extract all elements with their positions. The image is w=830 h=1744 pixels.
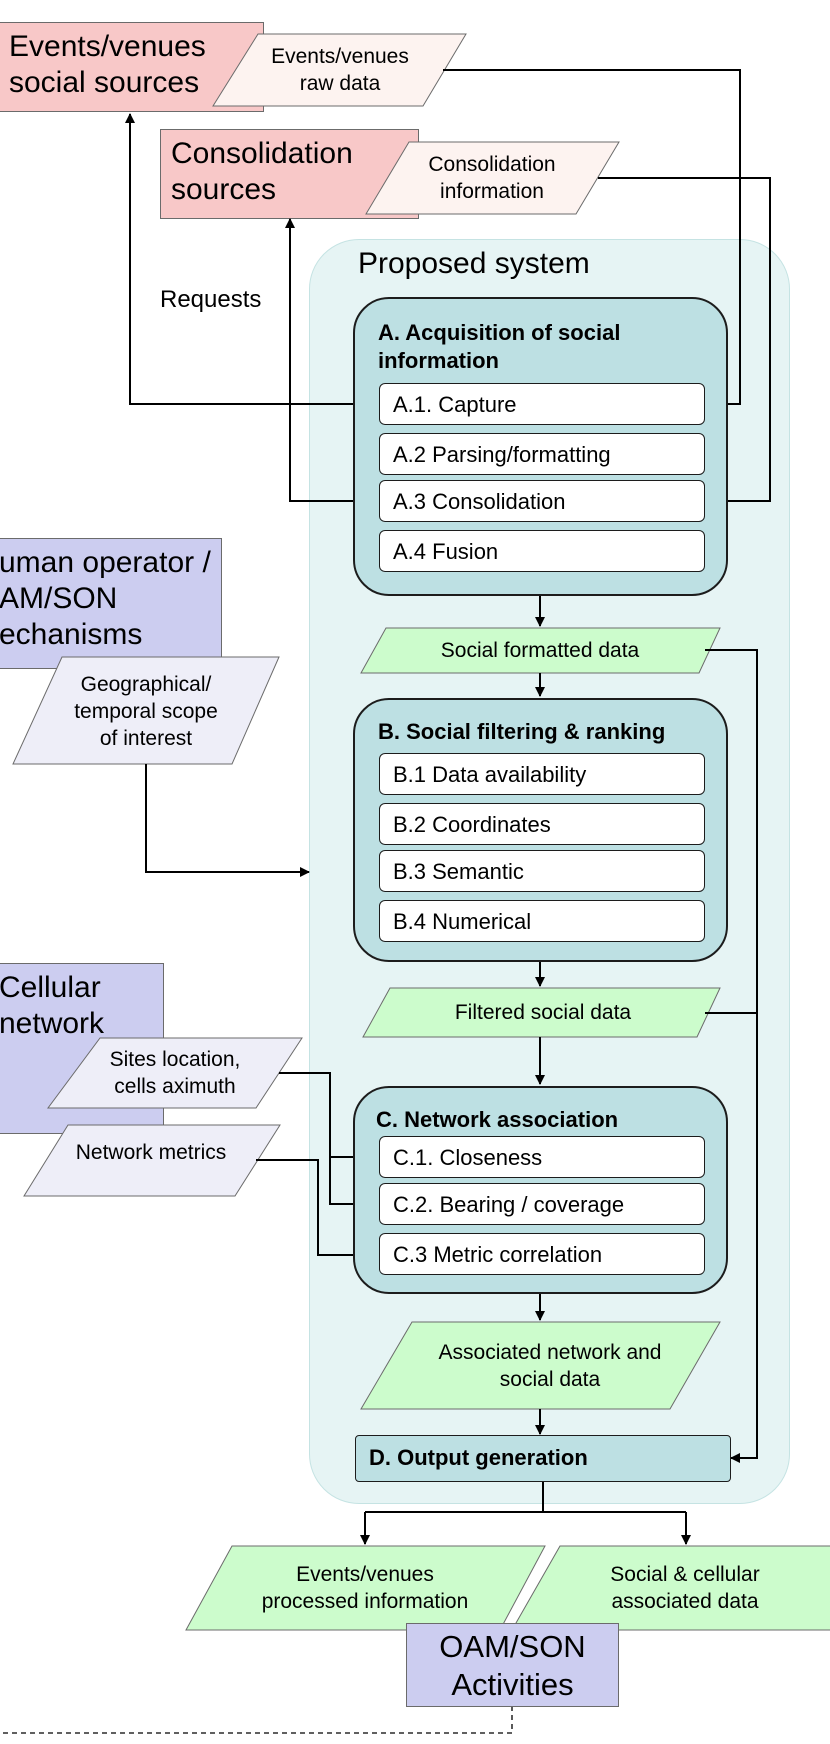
network-metrics-label: Network metrics [75, 1141, 227, 1164]
item-a2-parsing[interactable]: A.2 Parsing/formatting [379, 433, 705, 475]
events-raw-data-label: Events/venues raw data [271, 45, 409, 95]
consolidation-info-label: Consolidation information [428, 153, 556, 203]
filtered-social-data-shape [362, 987, 721, 1038]
module-d-output[interactable]: D. Output generation [355, 1435, 731, 1482]
arrow-request-events [125, 113, 378, 405]
events-raw-data-shape [212, 33, 467, 107]
module-b-title: B. Social filtering & ranking [378, 719, 666, 744]
social-cellular-label: Social & cellular associated data [610, 1563, 760, 1613]
social-formatted-data-label: Social formatted data [440, 639, 640, 662]
oam-son-activities[interactable]: OAM/SON Activities [406, 1623, 619, 1707]
item-c3-metric[interactable]: C.3 Metric correlation [379, 1233, 705, 1275]
geo-scope-label: Geographical/ temporal scope of interest [74, 672, 218, 750]
arrow-metrics-to-c3 [256, 1159, 379, 1260]
module-a-title: A. Acquisition of social information [378, 320, 621, 373]
geo-scope-shape [12, 656, 280, 765]
item-b1-availability[interactable]: B.1 Data availability [379, 753, 705, 795]
arrow-request-consolidation [285, 218, 378, 502]
social-formatted-data-shape [360, 627, 721, 674]
module-c-title: C. Network association [376, 1107, 619, 1132]
item-b3-semantic[interactable]: B.3 Semantic [379, 850, 705, 892]
proposed-system-title: Proposed system [358, 247, 590, 280]
sites-location-shape [47, 1037, 303, 1109]
oam-dashed-line [0, 1706, 513, 1734]
human-operator-box[interactable]: uman operator / AM/SON echanisms [0, 538, 222, 669]
network-metrics-shape [23, 1124, 281, 1197]
item-c2-bearing[interactable]: C.2. Bearing / coverage [379, 1183, 705, 1225]
events-processed-label: Events/venues processed information [261, 1563, 469, 1613]
arrow-scope-to-system [145, 764, 310, 877]
item-c1-closeness[interactable]: C.1. Closeness [379, 1136, 705, 1178]
filtered-social-data-label: Filtered social data [454, 1001, 632, 1024]
associated-data-shape [360, 1321, 721, 1410]
social-cellular-shape [511, 1545, 830, 1631]
arrow-formatted-bypass [705, 649, 758, 1463]
arrow-consolidation-info-to-a3 [598, 177, 771, 506]
item-b4-numerical[interactable]: B.4 Numerical [379, 900, 705, 942]
item-b2-coordinates[interactable]: B.2 Coordinates [379, 803, 705, 845]
sites-location-label: Sites location, cells aximuth [109, 1048, 241, 1098]
associated-data-label: Associated network and social data [438, 1341, 662, 1391]
item-a3-consolidation[interactable]: A.3 Consolidation [379, 480, 705, 522]
item-a4-fusion[interactable]: A.4 Fusion [379, 530, 705, 572]
requests-label: Requests [160, 286, 262, 313]
item-a1-capture[interactable]: A.1. Capture [379, 383, 705, 425]
consolidation-info-shape [365, 141, 620, 215]
